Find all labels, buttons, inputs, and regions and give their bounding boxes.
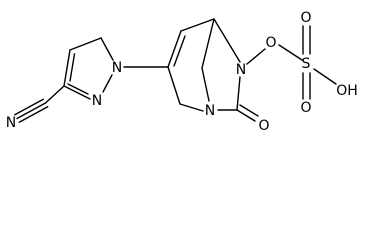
bond-c3-c4 [63, 49, 71, 87]
bond-c3-cnitrile [44, 85, 65, 104]
atom-n-pyrazole-1: N [112, 60, 122, 76]
atom-n-bridge: N [205, 103, 215, 119]
bond-c3prime-c2prime [167, 66, 181, 105]
bond-c7prime-o-2 [239, 104, 259, 117]
bond-triple-line-1 [16, 102, 47, 120]
atom-s: S [302, 56, 311, 72]
atom-o-ester: O [265, 35, 276, 51]
nitrile-group [14, 85, 65, 123]
bond-triple-line-2 [14, 98, 44, 116]
atom-n-hydroxamate: N [236, 62, 246, 78]
atom-o-sulfonyl-bottom: O [300, 100, 311, 116]
bond-c7prime-o-1 [236, 109, 256, 122]
bond-c3-c4-inner [69, 53, 76, 82]
atom-o-sulfonyl-top: O [300, 10, 311, 26]
bicyclic-core [167, 18, 259, 122]
bond-c2prime-nbridge [179, 103, 204, 112]
bond-c3prime-c4prime-inner [173, 35, 186, 67]
bond-c3prime-c4prime [167, 30, 182, 68]
bond-c5-n1 [100, 37, 114, 61]
bond-n2-c3 [63, 85, 91, 100]
bond-nhydroxamate-oester [246, 48, 266, 65]
pyrazole-ring [63, 37, 114, 100]
atom-n-pyrazole-2: N [92, 93, 102, 109]
atom-oh-hydroxyl: OH [336, 83, 358, 99]
atom-n-nitrile: N [6, 115, 16, 131]
bond-triple-line-3 [18, 105, 49, 123]
bond-s-oh [313, 68, 337, 85]
bond-c4prime-c5prime [180, 18, 215, 32]
bond-c4-c5 [69, 37, 102, 51]
bond-oester-s [278, 44, 303, 61]
sulfate-group [246, 25, 337, 100]
bond-c5prime-nhydroxamate [213, 18, 241, 63]
bond-c5prime-ch2 [201, 18, 215, 69]
bond-ch2-nbridge [201, 67, 210, 102]
bond-n1-n2 [102, 74, 113, 93]
bond-nhydroxamate-c7prime [236, 76, 241, 111]
molecule-structure: N N N N N O S O O OH O [6, 10, 358, 134]
atom-o-carbonyl: O [258, 118, 269, 134]
bond-n2-c3-inner [67, 83, 89, 95]
